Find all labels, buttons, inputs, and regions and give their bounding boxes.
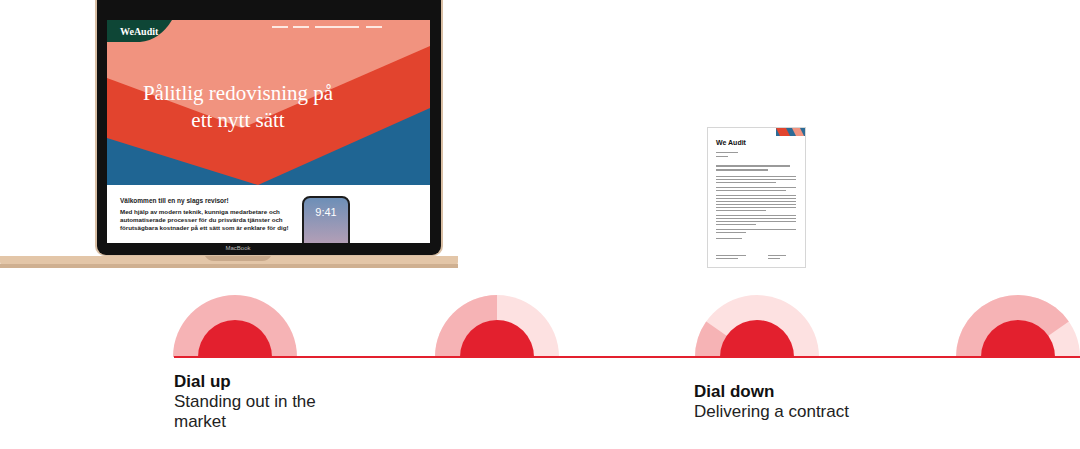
dial-heading: Dial up — [174, 372, 231, 392]
laptop-base — [0, 256, 458, 268]
laptop-notch — [205, 256, 271, 261]
dial-ring — [435, 295, 559, 357]
welcome-text: Välkommen till en ny slags revisor! — [120, 197, 229, 205]
laptop-lid-rim — [95, 0, 443, 256]
nav-item — [366, 26, 382, 28]
website-screen: WeAuditPålitlig redovisning på ett nytt … — [107, 20, 430, 243]
logo-tab — [107, 20, 172, 42]
nav-item — [272, 26, 288, 28]
dial-ring — [956, 295, 1080, 357]
dial-description: Standing out in the market — [174, 392, 364, 432]
nav-item — [293, 26, 309, 28]
dial-core — [460, 320, 534, 357]
contract-document: We Audit — [707, 127, 806, 268]
nav-item — [315, 26, 359, 28]
phone-clock: 9:41 — [304, 206, 348, 219]
document-page — [708, 128, 806, 268]
document-strip — [776, 128, 805, 136]
dial-description: Delivering a contract — [694, 402, 849, 422]
hero-blue — [107, 20, 430, 185]
document-logo: We Audit — [716, 139, 746, 147]
dial-ring — [173, 295, 297, 357]
phone: 9:41 — [302, 196, 350, 243]
hero-heading: Pålitlig redovisning på ett nytt sätt — [133, 80, 343, 134]
document-strip — [776, 128, 790, 136]
laptop-bezel — [97, 0, 441, 255]
document-text-lines — [716, 152, 796, 259]
document-strip — [792, 128, 804, 136]
site-logo: WeAudit — [120, 26, 158, 38]
content-white — [107, 185, 430, 243]
laptop-brand: MacBook — [213, 245, 263, 252]
dial-ring — [695, 295, 819, 357]
timeline — [174, 356, 1080, 358]
dial-core — [198, 320, 272, 357]
hero-red-chevron — [107, 20, 430, 185]
laptop-base-shadow — [0, 264, 458, 268]
dial-core — [981, 320, 1055, 357]
dial-core — [720, 320, 794, 357]
dial-level — [956, 295, 1069, 357]
body-text: Med hjälp av modern teknik, kunniga meda… — [120, 208, 298, 232]
dial-heading: Dial down — [694, 382, 774, 402]
